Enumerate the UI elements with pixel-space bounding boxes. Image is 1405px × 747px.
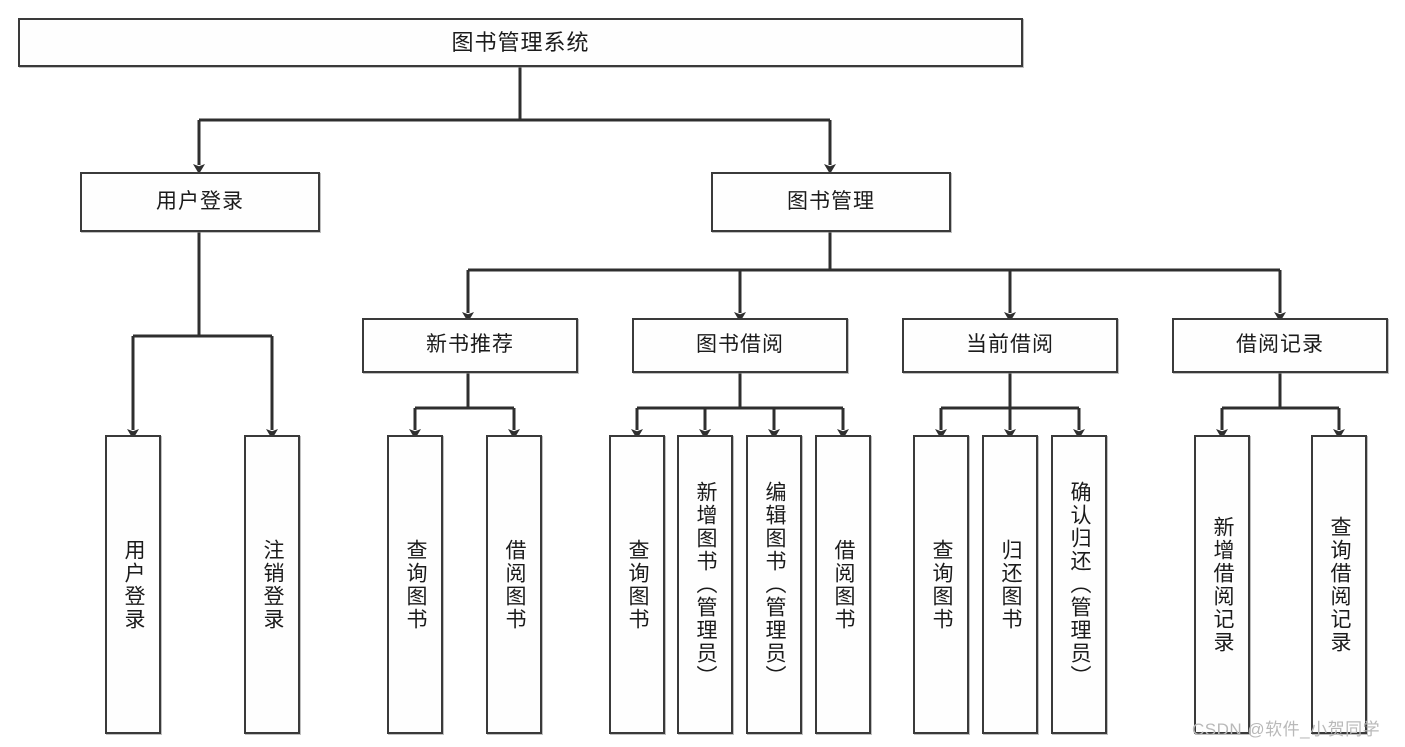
- node-label: 确认归还（管理员）: [1067, 481, 1091, 688]
- node-label: 查询图书: [929, 538, 953, 631]
- leaf-record-add-record[interactable]: 新增借阅记录: [1194, 435, 1250, 734]
- node-label: 查询图书: [625, 538, 649, 631]
- leaf-new-book-query[interactable]: 查询图书: [387, 435, 443, 734]
- node-label: 用户登录: [121, 538, 145, 631]
- leaf-borrow-edit-book-admin[interactable]: 编辑图书（管理员）: [746, 435, 802, 734]
- node-current-borrow[interactable]: 当前借阅: [902, 318, 1118, 373]
- node-label: 借阅图书: [831, 538, 855, 631]
- leaf-new-book-borrow[interactable]: 借阅图书: [486, 435, 542, 734]
- leaf-current-confirm-return-admin[interactable]: 确认归还（管理员）: [1051, 435, 1107, 734]
- node-label: 图书管理: [787, 189, 875, 213]
- node-borrow-record[interactable]: 借阅记录: [1172, 318, 1388, 373]
- node-label: 当前借阅: [966, 333, 1054, 357]
- leaf-borrow-borrow-book[interactable]: 借阅图书: [815, 435, 871, 734]
- node-label: 新增借阅记录: [1210, 515, 1234, 654]
- node-label: 借阅记录: [1236, 333, 1324, 357]
- node-user-login[interactable]: 用户登录: [80, 172, 320, 232]
- node-label: 借阅图书: [502, 538, 526, 631]
- leaf-current-return-book[interactable]: 归还图书: [982, 435, 1038, 734]
- node-label: 新增图书（管理员）: [693, 481, 717, 688]
- node-book-management[interactable]: 图书管理: [711, 172, 951, 232]
- leaf-record-query-record[interactable]: 查询借阅记录: [1311, 435, 1367, 734]
- leaf-borrow-add-book-admin[interactable]: 新增图书（管理员）: [677, 435, 733, 734]
- leaf-user-login-logout[interactable]: 注销登录: [244, 435, 300, 734]
- node-book-borrow[interactable]: 图书借阅: [632, 318, 848, 373]
- node-label: 编辑图书（管理员）: [762, 481, 786, 688]
- node-new-book-recommend[interactable]: 新书推荐: [362, 318, 578, 373]
- leaf-borrow-query-book[interactable]: 查询图书: [609, 435, 665, 734]
- node-label: 新书推荐: [426, 333, 514, 357]
- leaf-user-login-login[interactable]: 用户登录: [105, 435, 161, 734]
- leaf-current-query-book[interactable]: 查询图书: [913, 435, 969, 734]
- node-label: 图书借阅: [696, 333, 784, 357]
- node-label: 用户登录: [156, 189, 244, 213]
- node-label: 归还图书: [998, 538, 1022, 631]
- csdn-watermark: CSDN @软件_小贺同学: [1192, 720, 1381, 739]
- node-root-book-management-system[interactable]: 图书管理系统: [18, 18, 1023, 67]
- node-label: 图书管理系统: [451, 29, 590, 55]
- node-label: 查询图书: [403, 538, 427, 631]
- node-label: 注销登录: [260, 538, 284, 631]
- node-label: 查询借阅记录: [1327, 515, 1351, 654]
